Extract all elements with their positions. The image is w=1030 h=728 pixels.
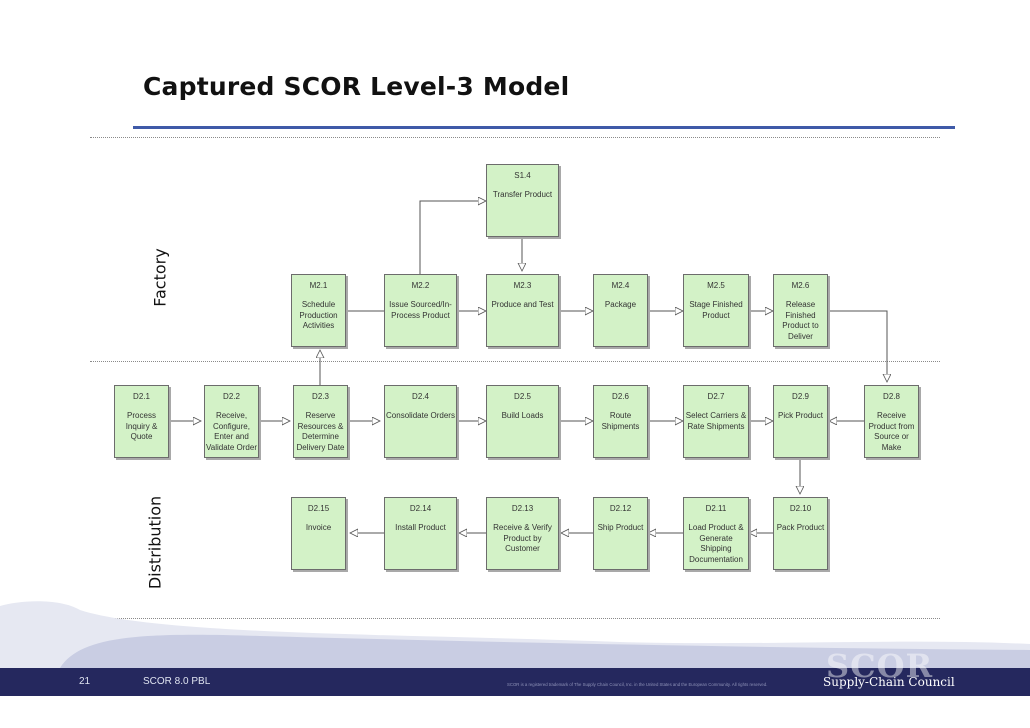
process-box-d2-9: D2.9 Pick Product: [773, 385, 828, 458]
process-box-d2-13: D2.13 Receive & Verify Product by Custom…: [486, 497, 559, 570]
process-box-d2-10: D2.10 Pack Product: [773, 497, 828, 570]
process-box-m2-3: M2.3 Produce and Test: [486, 274, 559, 347]
process-box-m2-4: M2.4 Package: [593, 274, 648, 347]
process-id: D2.9: [792, 392, 809, 401]
process-box-m2-2: M2.2 Issue Sourced/In-Process Product: [384, 274, 457, 347]
process-id: M2.4: [611, 281, 630, 290]
process-box-d2-5: D2.5 Build Loads: [486, 385, 559, 458]
process-label: Produce and Test: [491, 300, 554, 309]
process-id: D2.15: [307, 504, 330, 513]
process-box-d2-8: D2.8 Receive Product from Source or Make: [864, 385, 919, 458]
process-id: D2.10: [789, 504, 812, 513]
process-box-d2-2: D2.2 Receive, Configure, Enter and Valid…: [204, 385, 259, 458]
process-id: D2.4: [412, 392, 429, 401]
process-label: Package: [604, 300, 637, 309]
process-box-d2-12: D2.12 Ship Product: [593, 497, 648, 570]
process-box-m2-1: M2.1 Schedule Production Activities: [291, 274, 346, 347]
process-id: M2.3: [513, 281, 532, 290]
process-id: D2.2: [223, 392, 240, 401]
process-id: D2.6: [612, 392, 629, 401]
course-label: SCOR 8.0 PBL: [143, 676, 211, 687]
process-label: Receive, Configure, Enter and Validate O…: [206, 411, 257, 452]
process-id: M2.5: [707, 281, 725, 290]
footer-bar: 21 SCOR 8.0 PBL SCOR is a registered tra…: [0, 668, 1030, 696]
process-box-d2-3: D2.3 Reserve Resources & Determine Deliv…: [293, 385, 348, 458]
process-label: Route Shipments: [601, 411, 640, 431]
footer-wave: [0, 601, 1030, 668]
connector: [419, 201, 486, 274]
process-label: Receive & Verify Product by Customer: [493, 523, 552, 553]
process-box-s1-4: S1.4 Transfer Product: [486, 164, 559, 237]
process-id: S1.4: [514, 171, 531, 180]
title-underline: [133, 126, 955, 129]
process-id: D2.5: [514, 392, 531, 401]
process-label: Issue Sourced/In-Process Product: [389, 300, 452, 320]
process-label: Pack Product: [776, 523, 825, 532]
process-label: Select Carriers & Rate Shipments: [685, 411, 747, 431]
process-box-d2-6: D2.6 Route Shipments: [593, 385, 648, 458]
process-id: D2.13: [511, 504, 534, 513]
process-box-d2-14: D2.14 Install Product: [384, 497, 457, 570]
process-label: Invoice: [305, 523, 332, 532]
process-id: M2.2: [411, 281, 430, 290]
process-box-m2-5: M2.5 Stage Finished Product: [683, 274, 749, 347]
process-label: Release Finished Product to Deliver: [782, 300, 819, 341]
process-id: M2.6: [791, 281, 810, 290]
page-number: 21: [79, 676, 91, 687]
process-box-d2-15: D2.15 Invoice: [291, 497, 346, 570]
process-id: D2.14: [409, 504, 432, 513]
process-label: Transfer Product: [492, 190, 553, 199]
brand-name: Supply-Chain Council: [823, 675, 955, 689]
process-id: D2.12: [609, 504, 632, 513]
process-id: M2.1: [309, 281, 328, 290]
process-id: D2.8: [883, 392, 900, 401]
process-box-d2-7: D2.7 Select Carriers & Rate Shipments: [683, 385, 749, 458]
process-box-d2-11: D2.11 Load Product & Generate Shipping D…: [683, 497, 749, 570]
process-id: D2.1: [133, 392, 150, 401]
process-label: Receive Product from Source or Make: [868, 411, 915, 452]
process-label: Stage Finished Product: [689, 300, 743, 320]
divider-lanes: [90, 361, 940, 362]
process-label: Build Loads: [501, 411, 544, 420]
process-label: Install Product: [395, 523, 446, 532]
divider-bottom: [90, 618, 940, 619]
connector: [828, 310, 887, 382]
process-label: Process Inquiry & Quote: [125, 411, 158, 441]
scor-logo-icon: SCOR: [826, 647, 934, 685]
process-id: D2.3: [312, 392, 329, 401]
process-label: Reserve Resources & Determine Delivery D…: [296, 411, 345, 452]
page-title: Captured SCOR Level-3 Model: [143, 72, 570, 101]
process-label: Consolidate Orders: [386, 411, 455, 420]
process-id: D2.11: [705, 504, 727, 513]
process-id: D2.7: [707, 392, 725, 401]
process-label: Ship Product: [597, 523, 644, 532]
divider-top: [90, 137, 940, 138]
process-box-d2-1: D2.1 Process Inquiry & Quote: [114, 385, 169, 458]
process-label: Schedule Production Activities: [299, 300, 338, 330]
trademark-notice: SCOR is a registered trademark of The Su…: [507, 682, 768, 687]
process-label: Load Product & Generate Shipping Documen…: [688, 523, 744, 564]
process-box-d2-4: D2.4 Consolidate Orders: [384, 385, 457, 458]
process-box-m2-6: M2.6 Release Finished Product to Deliver: [773, 274, 828, 347]
process-label: Pick Product: [778, 411, 823, 420]
